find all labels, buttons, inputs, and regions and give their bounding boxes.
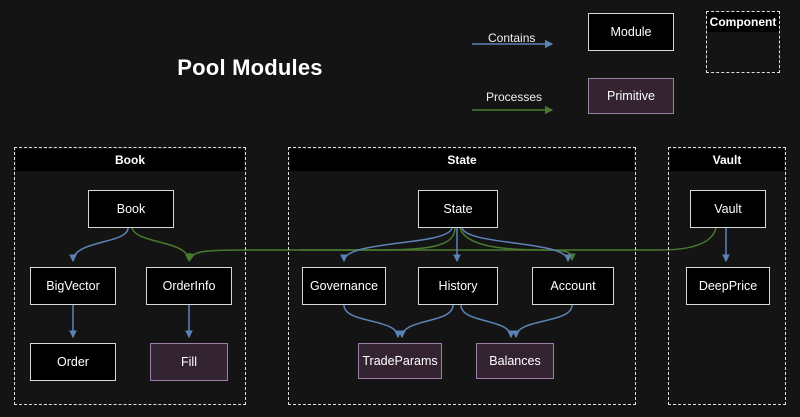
page-title: Pool Modules <box>177 55 323 80</box>
legend-processes-label: Processes <box>486 90 543 104</box>
legend-component-label: Component <box>707 12 779 32</box>
component-book-label: Book <box>16 149 244 171</box>
node-orderinfo[interactable]: OrderInfo <box>146 267 232 305</box>
legend-component-box <box>706 11 780 73</box>
node-history[interactable]: History <box>418 267 498 305</box>
legend-primitive-box: Primitive <box>588 78 674 114</box>
component-state-label: State <box>290 149 634 171</box>
node-deepprice[interactable]: DeepPrice <box>686 267 770 305</box>
node-account[interactable]: Account <box>532 267 614 305</box>
node-balances[interactable]: Balances <box>476 343 554 379</box>
node-book[interactable]: Book <box>88 190 174 228</box>
node-state[interactable]: State <box>418 190 498 228</box>
node-fill[interactable]: Fill <box>150 343 228 381</box>
component-vault[interactable] <box>668 147 786 405</box>
node-vault[interactable]: Vault <box>690 190 766 228</box>
component-state[interactable] <box>288 147 636 405</box>
legend-module-box: Module <box>588 13 674 51</box>
node-bigvector[interactable]: BigVector <box>30 267 116 305</box>
legend-contains-label: Contains <box>488 31 536 45</box>
component-vault-label: Vault <box>670 149 784 171</box>
node-tradeparams[interactable]: TradeParams <box>358 343 442 379</box>
node-order[interactable]: Order <box>30 343 116 381</box>
node-governance[interactable]: Governance <box>302 267 386 305</box>
component-book[interactable] <box>14 147 246 405</box>
